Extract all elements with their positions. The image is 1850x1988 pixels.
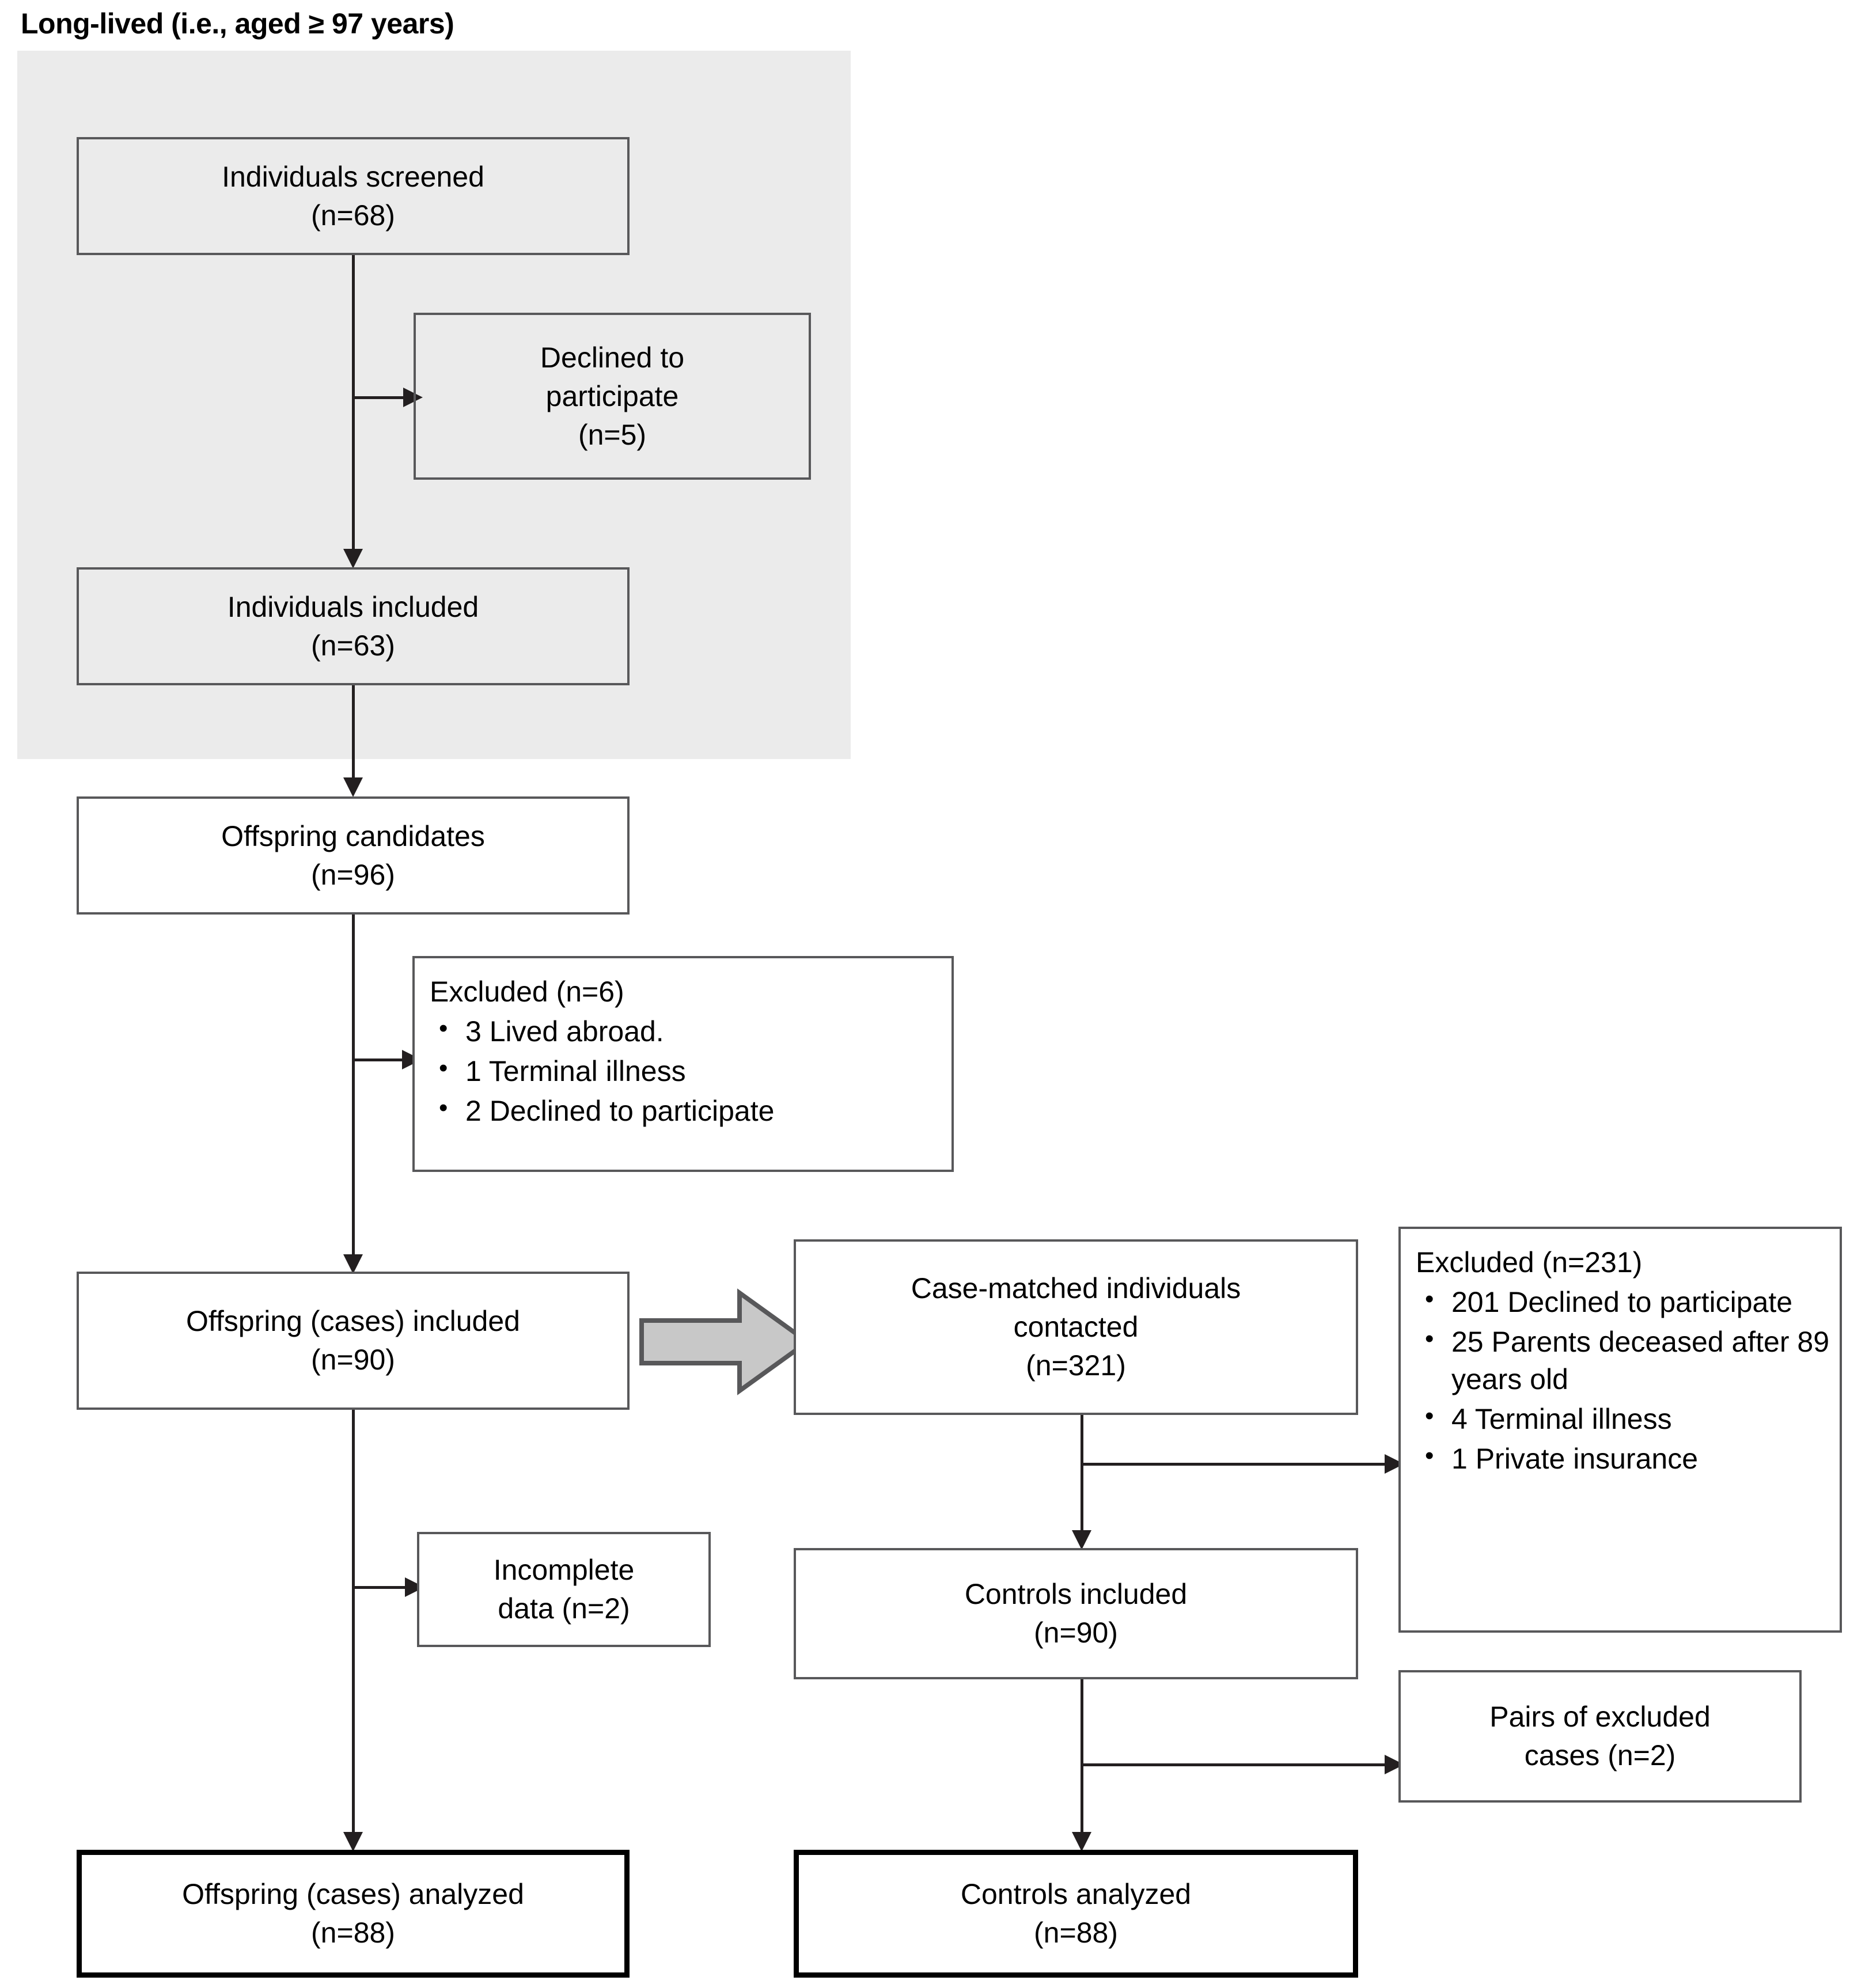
connector-controls-to-pairs-excluded [1081,1763,1389,1766]
node-excluded-6-lead: Excluded (n=6) [430,976,624,1008]
node-individuals-screened: Individuals screened (n=68) [77,137,630,255]
list-item: 3 Lived abroad. [439,1012,943,1050]
node-incomplete-data-line2: data (n=2) [498,1592,630,1625]
node-incomplete-data: Incomplete data (n=2) [417,1532,711,1647]
long-lived-group-shade [17,51,851,759]
connector-screened-to-declined [352,396,408,399]
connector-screened-to-included [352,255,355,549]
arrowhead-case-matched-to-controls [1072,1530,1091,1550]
node-controls-analyzed-line1: Controls analyzed [960,1878,1192,1910]
node-excluded-231-lead: Excluded (n=231) [1416,1246,1643,1278]
connector-case-matched-to-excluded231 [1081,1463,1389,1466]
list-item: 1 Private insurance [1425,1439,1832,1478]
node-excluded-6: Excluded (n=6) 3 Lived abroad. 1 Termina… [412,956,954,1172]
node-excluded-231-list: 201 Declined to participate 25 Parents d… [1416,1283,1832,1478]
connector-cases-to-incomplete-data [352,1586,410,1589]
block-arrow-cases-to-case-matched [639,1288,811,1395]
list-item: 2 Declined to participate [439,1091,943,1130]
node-controls-analyzed-line2: (n=88) [1034,1917,1118,1949]
list-item: 4 Terminal illness [1425,1399,1832,1438]
node-cases-analyzed-line2: (n=88) [311,1917,395,1949]
node-pairs-excluded-line1: Pairs of excluded [1489,1701,1711,1733]
connector-case-matched-to-controls [1081,1415,1083,1530]
node-pairs-excluded-line2: cases (n=2) [1524,1739,1676,1771]
node-offspring-cases-analyzed: Offspring (cases) analyzed (n=88) [77,1850,630,1978]
node-case-matched-line1: Case-matched individuals [911,1272,1241,1304]
node-declined-line2: participate [545,380,679,412]
node-pairs-of-excluded-cases: Pairs of excluded cases (n=2) [1398,1670,1802,1803]
arrowhead-controls-to-controls-analyzed [1072,1832,1091,1852]
node-individuals-screened-line1: Individuals screened [222,160,484,193]
node-controls-included-line1: Controls included [964,1578,1188,1610]
node-case-matched-line2: contacted [1013,1311,1139,1343]
arrowhead-screened-to-included [343,549,363,568]
node-controls-analyzed: Controls analyzed (n=88) [794,1850,1358,1978]
node-offspring-candidates: Offspring candidates (n=96) [77,796,630,915]
list-item: 1 Terminal illness [439,1052,943,1090]
node-case-matched-contacted: Case-matched individuals contacted (n=32… [794,1239,1358,1415]
node-cases-included-line1: Offspring (cases) included [186,1305,520,1337]
node-excluded-6-list: 3 Lived abroad. 1 Terminal illness 2 Dec… [430,1012,943,1130]
connector-cases-to-cases-analyzed [352,1410,355,1832]
node-declined-to-participate: Declined to participate (n=5) [414,313,811,480]
connector-controls-to-controls-analyzed [1081,1679,1083,1832]
long-lived-group-title: Long-lived (i.e., aged ≥ 97 years) [21,7,454,40]
node-cases-analyzed-line1: Offspring (cases) analyzed [182,1878,524,1910]
node-cases-included-line2: (n=90) [311,1344,395,1376]
list-item: 201 Declined to participate [1425,1283,1832,1321]
node-offspring-candidates-line1: Offspring candidates [221,820,485,852]
arrowhead-included-to-offspring-candidates [343,777,363,797]
arrowhead-cases-to-cases-analyzed [343,1832,363,1852]
connector-candidates-to-excluded6 [352,1059,407,1061]
node-declined-line3: (n=5) [578,418,647,451]
list-item: 25 Parents deceased after 89 years old [1425,1322,1832,1398]
node-controls-included-line2: (n=90) [1034,1617,1118,1649]
node-individuals-included: Individuals included (n=63) [77,567,630,685]
node-controls-included: Controls included (n=90) [794,1548,1358,1679]
node-individuals-included-line1: Individuals included [227,590,479,623]
node-declined-line1: Declined to [540,341,685,374]
node-offspring-cases-included: Offspring (cases) included (n=90) [77,1272,630,1410]
arrowhead-candidates-to-cases [343,1254,363,1274]
arrowhead-screened-to-declined [403,388,423,407]
node-case-matched-line3: (n=321) [1026,1349,1126,1382]
node-individuals-included-line2: (n=63) [311,629,395,662]
connector-candidates-to-cases [352,915,355,1254]
node-excluded-231: Excluded (n=231) 201 Declined to partici… [1398,1227,1842,1633]
connector-included-to-offspring-candidates [352,685,355,777]
node-individuals-screened-line2: (n=68) [311,199,395,232]
node-incomplete-data-line1: Incomplete [493,1554,635,1586]
node-offspring-candidates-line2: (n=96) [311,858,395,891]
